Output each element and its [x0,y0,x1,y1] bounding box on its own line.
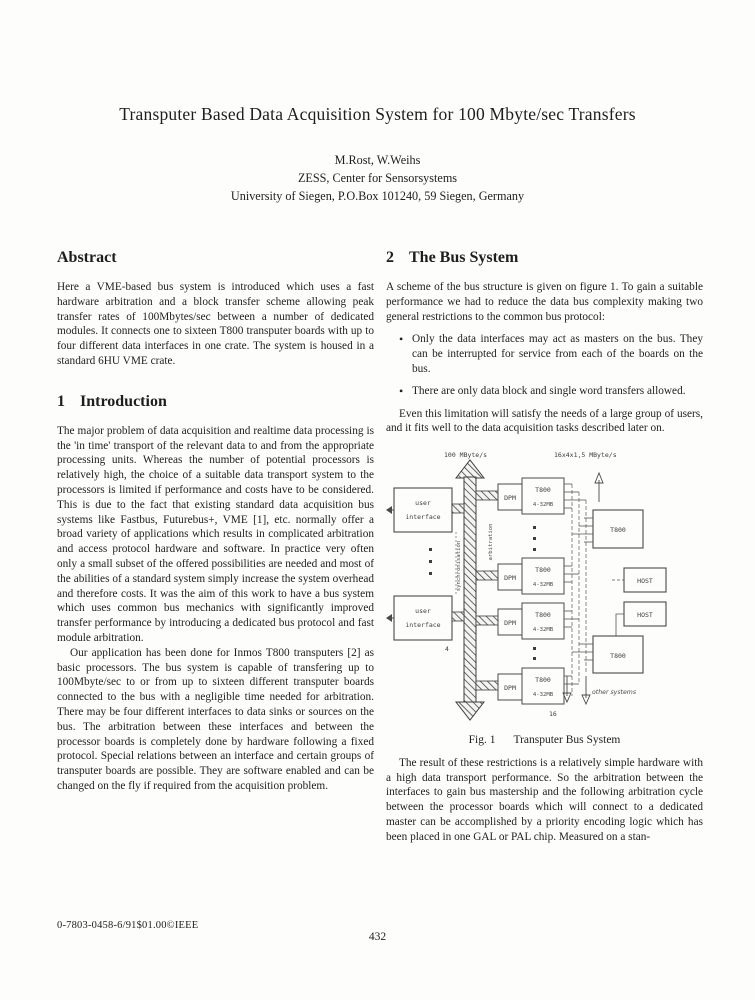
t800-label: T800 [535,486,551,494]
ellipsis-dot [533,537,536,541]
bus-connector [451,503,465,514]
ellipsis-dot [429,572,432,576]
bus-connector [475,490,499,501]
arbitration-label: arbitration [488,524,494,561]
ellipsis-dot [533,548,536,552]
section-1-number: 1 [57,392,65,410]
dpm-box [497,673,523,701]
t800-node-box [592,509,644,549]
affiliation: ZESS, Center for Sensorsystems [297,171,458,185]
left-arrow-icon [386,614,392,623]
right-column: 2 The Bus System A scheme of the bus str… [386,248,703,845]
user-interface-box [393,487,453,533]
t800-board-box [521,667,565,705]
section-2-number: 2 [386,249,394,266]
t800-label: T800 [535,676,551,684]
t800-node-box [592,635,644,674]
bus-connector [475,680,499,691]
dpm-label: DPM [504,494,516,502]
bus-system-paragraph-3: The result of these restrictions is a re… [386,756,703,843]
section-1-title: Introduction [80,392,167,410]
ellipsis-dot [533,657,536,661]
bus-system-diagram: 100 MByte/s 16x4x1,5 MByte/s user interf… [386,451,667,721]
t800-label: T800 [535,611,551,619]
section-2-heading: 2 The Bus System [386,248,703,268]
interface-count-label: 4 [445,645,449,653]
ellipsis-dot [533,647,536,651]
ellipsis-dot [429,548,432,552]
ellipsis-dot [429,560,432,564]
bus-bottom-arrow-icon [454,701,486,721]
t800-label: T800 [535,566,551,574]
dpm-label: DPM [504,619,516,627]
restrictions-list: Only the data interfaces may act as mast… [386,332,703,398]
board-count-label: 16 [549,710,557,718]
address: University of Siegen, P.O.Box 101240, 59… [230,189,525,203]
host-label: HOST [637,577,653,585]
copyright-notice: 0-7803-0458-6/91$01.00©IEEE [57,920,199,931]
memory-label: 4-32MB [533,502,554,508]
figure-caption-label: Fig. 1 [468,733,496,746]
list-item: There are only data block and single wor… [399,384,703,399]
section-2-title: The Bus System [409,249,519,266]
memory-label: 4-32MB [533,582,554,588]
introduction-paragraph-2: Our application has been done for Inmos … [57,646,374,792]
user-interface-label: interface [405,621,440,629]
link-rate-label: 16x4x1,5 MByte/s [554,451,617,459]
host-link-line [615,613,624,637]
host-label: HOST [637,611,653,619]
user-interface-label: user [415,499,431,507]
abstract-heading-text: Abstract [57,249,117,266]
figure-caption: Fig. 1 Transputer Bus System [386,733,703,748]
bus-connector [451,611,465,622]
user-interface-box [393,595,453,641]
up-arrow-icon [594,471,604,484]
t800-label: T800 [610,526,626,534]
dpm-box [497,563,523,591]
abstract-body: Here a VME-based bus system is introduce… [57,281,374,367]
authors: M.Rost, W.Weihs [334,153,421,167]
bus-connector [475,615,499,626]
memory-label: 4-32MB [533,627,554,633]
figure-1: 100 MByte/s 16x4x1,5 MByte/s user interf… [386,446,703,748]
host-box [623,567,667,593]
bus-connector [475,570,499,581]
paper-title: Transputer Based Data Acquisition System… [119,104,636,124]
down-arrow-icon [562,692,572,704]
other-systems-label: other systems [592,688,637,696]
data-bus [463,476,477,704]
introduction-paragraph-1: The major problem of data acquisition an… [57,424,374,644]
user-interface-label: interface [405,513,440,521]
list-item: Only the data interfaces may act as mast… [399,332,703,376]
left-arrow-icon [386,506,392,515]
page-number: 432 [368,931,387,943]
memory-label: 4-32MB [533,692,554,698]
figure-caption-title: Transputer Bus System [513,733,621,746]
synchronisation-label: synchronisation [456,541,462,592]
down-arrow-icon [581,694,591,706]
t800-board-box [521,477,565,515]
dpm-label: DPM [504,684,516,692]
t800-board-box [521,602,565,640]
left-column: Abstract Here a VME-based bus system is … [57,248,374,794]
user-interface-label: user [415,607,431,615]
host-box [623,601,667,627]
abstract-heading: Abstract [57,248,374,268]
section-1-heading: 1 Introduction [57,392,374,412]
bus-top-arrow-icon [454,459,486,479]
bus-system-paragraph-2: Even this limitation will satisfy the ne… [386,407,703,435]
t800-label: T800 [610,652,626,660]
dpm-label: DPM [504,574,516,582]
ellipsis-dot [533,526,536,530]
t800-board-box [521,557,565,595]
bus-rate-label: 100 MByte/s [444,451,487,459]
bus-system-paragraph-1: A scheme of the bus structure is given o… [386,281,703,323]
